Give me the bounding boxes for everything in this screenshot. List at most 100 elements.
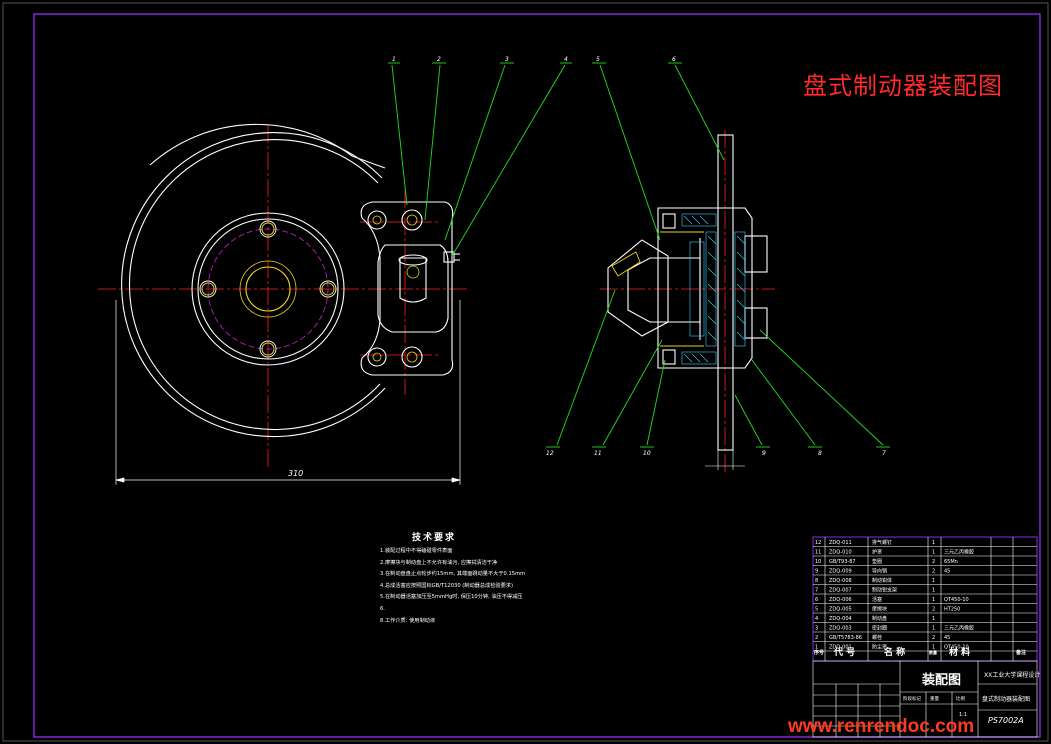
tech-requirement-line: 1.装配过程中不得磕碰零件表面 [380, 548, 453, 554]
tech-requirement-line: 4.总成活塞应按照国标GB/T12030 (制动器总成检验要求) [380, 582, 514, 589]
title-block-stage-label: 阶段标记 [903, 695, 921, 702]
bom-cell-name: 密封圈 [872, 625, 887, 632]
bom-cell-name: 制动盘 [872, 615, 887, 622]
bom-cell-code: ZDQ-011 [829, 540, 852, 546]
bom-cell-code: ZDQ-001 [829, 645, 852, 651]
bom-header-no: 序号 [813, 649, 824, 656]
bom-cell-qty: 1 [932, 597, 935, 603]
leader-number: 4 [564, 56, 568, 63]
bom-cell-qty: 2 [932, 559, 935, 565]
leader-numbers: 1 2 3 4 5 6 7 8 9 10 11 12 [392, 56, 886, 457]
bom-cell-no: 7 [815, 588, 818, 594]
bom-header-name: 名 称 [884, 646, 905, 658]
title-block-part-name: 盘式制动器装配图 [982, 695, 1030, 703]
title-block-drawing-name: 装配图 [921, 672, 961, 688]
bom-cell-name: 垫圈 [872, 558, 882, 565]
front-view: 310 [98, 123, 470, 485]
bom-cell-no: 1 [815, 645, 818, 651]
bom-cell-no: 9 [815, 569, 818, 575]
bom-cell-material: 65Mn [944, 559, 958, 565]
leader-number: 6 [672, 56, 676, 63]
bom-cell-material: 45 [944, 635, 950, 641]
bom-cell-no: 11 [815, 550, 821, 556]
bom-cell-qty: 2 [932, 607, 935, 613]
bom-cell-material: 三元乙丙橡胶 [944, 549, 974, 556]
bom-cell-material: 三元乙丙橡胶 [944, 625, 974, 632]
title-block-scale: 1:1 [959, 712, 967, 718]
bom-cell-qty: 1 [932, 626, 935, 632]
bom-cell-qty: 2 [932, 569, 935, 575]
bom-cell-qty: 1 [932, 578, 935, 584]
bom-cell-code: ZDQ-010 [829, 550, 852, 556]
caliper-front [360, 201, 460, 376]
leader-number: 12 [546, 450, 554, 457]
tech-requirement-line: 6. [380, 605, 385, 612]
bom-cell-material: 45 [944, 569, 950, 575]
title-block: 装配图 XX工业大学课程设计 盘式制动器装配图 PS7002A 阶段标记 重量 … [812, 660, 1040, 738]
bom-cell-name: 活塞 [872, 596, 882, 603]
tech-requirement-line: 3.在制动盘盘止点轮步约15mm, 其端面跳动量不大于0.15mm [380, 571, 526, 578]
bom-cell-material: HT250 [944, 607, 960, 613]
leader-number: 3 [505, 56, 509, 63]
bom-cell-code: ZDQ-004 [829, 616, 852, 622]
bom-header-qty: 数量 [928, 649, 937, 655]
bom-cell-no: 5 [815, 607, 818, 613]
title-block-school: XX工业大学课程设计 [984, 671, 1040, 679]
bom-cell-name: 护罩 [872, 549, 882, 556]
leader-number: 2 [437, 56, 441, 63]
bom-header-code: 代 号 [833, 646, 855, 658]
bom-cell-material: QT450-10 [944, 645, 969, 651]
drawing-title: 盘式制动器装配图 [803, 72, 1003, 100]
dimension-310: 310 [288, 469, 303, 478]
tech-requirement-line: 8.工作介质: 使用制动液 [380, 617, 436, 624]
bom-cell-qty: 1 [932, 540, 935, 546]
bom-cell-name: 导向销 [872, 568, 887, 575]
bom-cell-no: 10 [815, 559, 821, 565]
bom-cell-code: ZDQ-009 [829, 569, 852, 575]
leader-number: 7 [882, 450, 886, 457]
leader-number: 8 [818, 450, 822, 457]
technical-requirements: 技术要求 1.装配过程中不得磕碰零件表面 2.摩擦块与制动盘上不允许有油污, 应… [380, 530, 650, 627]
section-view [600, 130, 775, 475]
bom-cell-name: 制动钳体 [872, 577, 892, 584]
title-block-drawing-no: PS7002A [988, 716, 1024, 725]
bom-cell-no: 8 [815, 578, 818, 584]
leader-number: 9 [762, 450, 766, 457]
watermark: www.renrendoc.com [788, 716, 975, 737]
bom-cell-no: 12 [815, 540, 821, 546]
leader-number: 1 [392, 56, 396, 63]
leader-lines [388, 62, 890, 448]
tech-requirement-line: 2.摩擦块与制动盘上不允许有油污, 应擦拭清洁干净 [380, 559, 498, 566]
bom-cell-code: GB/T93-87 [829, 559, 856, 565]
bom-cell-no: 4 [815, 616, 818, 622]
bom-cell-code: ZDQ-008 [829, 578, 852, 584]
title-block-weight-label: 重量 [930, 695, 939, 702]
bom-cell-name: 摩擦块 [872, 606, 887, 613]
bom-cell-name: 螺栓 [872, 634, 882, 641]
bom-cell-qty: 1 [932, 550, 935, 556]
bom-cell-code: ZDQ-005 [829, 607, 852, 613]
bom-cell-qty: 1 [932, 616, 935, 622]
bom-cell-no: 2 [815, 635, 818, 641]
title-block-scale-label: 比例 [956, 695, 965, 702]
bom-cell-code: ZDQ-007 [829, 588, 852, 594]
bom-header-note: 备注 [1015, 649, 1026, 656]
bom-cell-code: ZDQ-006 [829, 597, 852, 603]
bom-cell-code: GB/T5783-86 [829, 635, 862, 641]
bom-cell-code: ZDQ-003 [829, 626, 852, 632]
bom-cell-no: 3 [815, 626, 818, 632]
bom-header-material: 材 料 [948, 646, 970, 658]
bom-cell-qty: 2 [932, 635, 935, 641]
bom-cell-qty: 1 [932, 588, 935, 594]
tech-requirements-title: 技术要求 [412, 533, 457, 543]
bom-cell-no: 6 [815, 597, 818, 603]
bom-cell-name: 排气螺钉 [872, 539, 892, 546]
leader-number: 11 [594, 450, 602, 457]
bom-cell-qty: 1 [932, 645, 935, 651]
leader-number: 10 [643, 450, 651, 457]
bom-cell-material: QT450-10 [944, 597, 969, 603]
bom-cell-name: 制动钳支架 [872, 587, 897, 594]
